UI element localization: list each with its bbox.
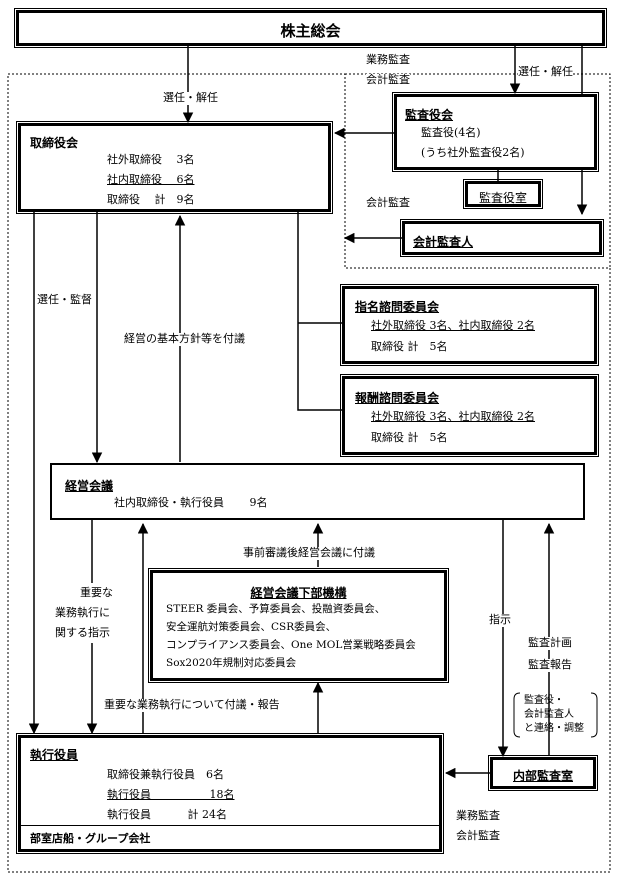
label-accounting-audit-mid: 会計監査 (366, 196, 410, 210)
executives-line-2: 執行役員 18名 (107, 788, 235, 801)
label-audit-top-2: 会計監査 (366, 73, 410, 87)
label-basic-policy: 経営の基本方針等を付議 (124, 332, 245, 346)
nomination-line-2: 取締役 計 5名 (371, 340, 448, 353)
label-instruction: 指示 (489, 613, 511, 627)
label-important-exec-3: 関する指示 (55, 626, 110, 639)
subcommittees-title: 経営会議下部機構 (250, 586, 347, 600)
board-line-total: 取締役 計 9名 (107, 193, 195, 206)
label-liaison-3: と連絡・調整 (524, 723, 584, 734)
executives-line-3: 執行役員 計 24名 (107, 808, 227, 821)
board-title: 取締役会 (30, 136, 79, 150)
auditors-office-box: 監査役室 (463, 179, 543, 209)
auditors-title: 監査役会 (405, 108, 454, 122)
remuneration-title: 報酬諮問委員会 (355, 391, 440, 405)
executives-title: 執行役員 (30, 748, 79, 762)
accounting-auditor-box: 会計監査人 (400, 219, 604, 257)
subcommittees-line-4: Sox2020年規制対応委員会 (166, 657, 297, 669)
auditors-line-2: (うち社外監査役2名) (421, 146, 525, 159)
executives-box: 執行役員 取締役兼執行役員 6名 執行役員 18名 執行役員 計 24名 部室店… (16, 733, 444, 854)
label-important-exec-1: 重要な (80, 586, 113, 599)
label-important-exec-2: 業務執行に (55, 606, 110, 619)
internal-audit-title: 内部監査室 (512, 769, 573, 783)
label-audit-top-1: 業務監査 (366, 53, 410, 67)
nomination-title: 指名諮問委員会 (355, 300, 440, 314)
label-audit-bottom-2: 会計監査 (456, 829, 500, 843)
executives-divider (21, 825, 439, 826)
label-appoint-supervise: 選任・監督 (37, 293, 92, 307)
label-liaison-2: 会計監査人 (524, 709, 574, 720)
auditors-office-title: 監査役室 (478, 191, 527, 205)
remuneration-committee-box: 報酬諮問委員会 社外取締役 3名、社内取締役 2名 取締役 計 5名 (340, 374, 599, 457)
label-audit-report: 監査報告 (528, 658, 572, 672)
liaison-bracket (513, 692, 598, 738)
internal-audit-box: 内部監査室 (488, 755, 598, 791)
nomination-committee-box: 指名諮問委員会 社外取締役 3名、社内取締役 2名 取締役 計 5名 (340, 284, 599, 366)
executives-footer: 部室店船・グループ会社 (30, 832, 151, 845)
accounting-auditor-title: 会計監査人 (413, 235, 474, 249)
label-elect-dismiss-right: 選任・解任 (518, 65, 573, 79)
subcommittees-line-2: 安全運航対策委員会、CSR委員会、 (166, 621, 337, 633)
shareholders-meeting-title: 株主総会 (280, 22, 341, 40)
board-line-inside: 社内取締役 6名 (107, 173, 195, 186)
nomination-line-1: 社外取締役 3名、社内取締役 2名 (371, 319, 535, 332)
auditors-line-1: 監査役(4名) (421, 126, 481, 139)
management-council-box: 経営会議 社内取締役・執行役員 9名 (50, 463, 585, 520)
label-important-exec: 重要な 業務執行に 関する指示 (55, 583, 113, 643)
label-pre-review: 事前審議後経営会議に付議 (243, 546, 375, 560)
management-council-title: 経営会議 (65, 479, 114, 493)
auditors-board-box: 監査役会 監査役(4名) (うち社外監査役2名) (392, 92, 599, 172)
label-audit-bottom-1: 業務監査 (456, 809, 500, 823)
subcommittees-box: 経営会議下部機構 STEER 委員会、予算委員会、投融資委員会、 安全運航対策委… (148, 568, 449, 683)
dotted-boundary-audit (345, 73, 611, 268)
subcommittees-line-1: STEER 委員会、予算委員会、投融資委員会、 (166, 603, 386, 615)
line-board-to-committees (297, 212, 342, 411)
remuneration-line-1: 社外取締役 3名、社内取締役 2名 (371, 410, 535, 423)
board-of-directors-box: 取締役会 社外取締役 3名 社内取締役 6名 取締役 計 9名 (16, 121, 333, 214)
shareholders-meeting-box: 株主総会 (14, 8, 607, 48)
label-elect-dismiss-left: 選任・解任 (163, 91, 218, 105)
dotted-boundaries (7, 73, 611, 873)
subcommittees-line-3: コンプライアンス委員会、One MOL営業戦略委員会 (166, 639, 416, 651)
label-liaison-1: 監査役・ (524, 695, 564, 706)
executives-line-1: 取締役兼執行役員 6名 (107, 768, 224, 781)
label-important-report: 重要な業務執行について付議・報告 (104, 698, 280, 712)
management-council-line: 社内取締役・執行役員 9名 (114, 496, 268, 509)
remuneration-line-2: 取締役 計 5名 (371, 431, 448, 444)
board-line-outside: 社外取締役 3名 (107, 153, 195, 166)
label-audit-plan: 監査計画 (528, 636, 572, 650)
